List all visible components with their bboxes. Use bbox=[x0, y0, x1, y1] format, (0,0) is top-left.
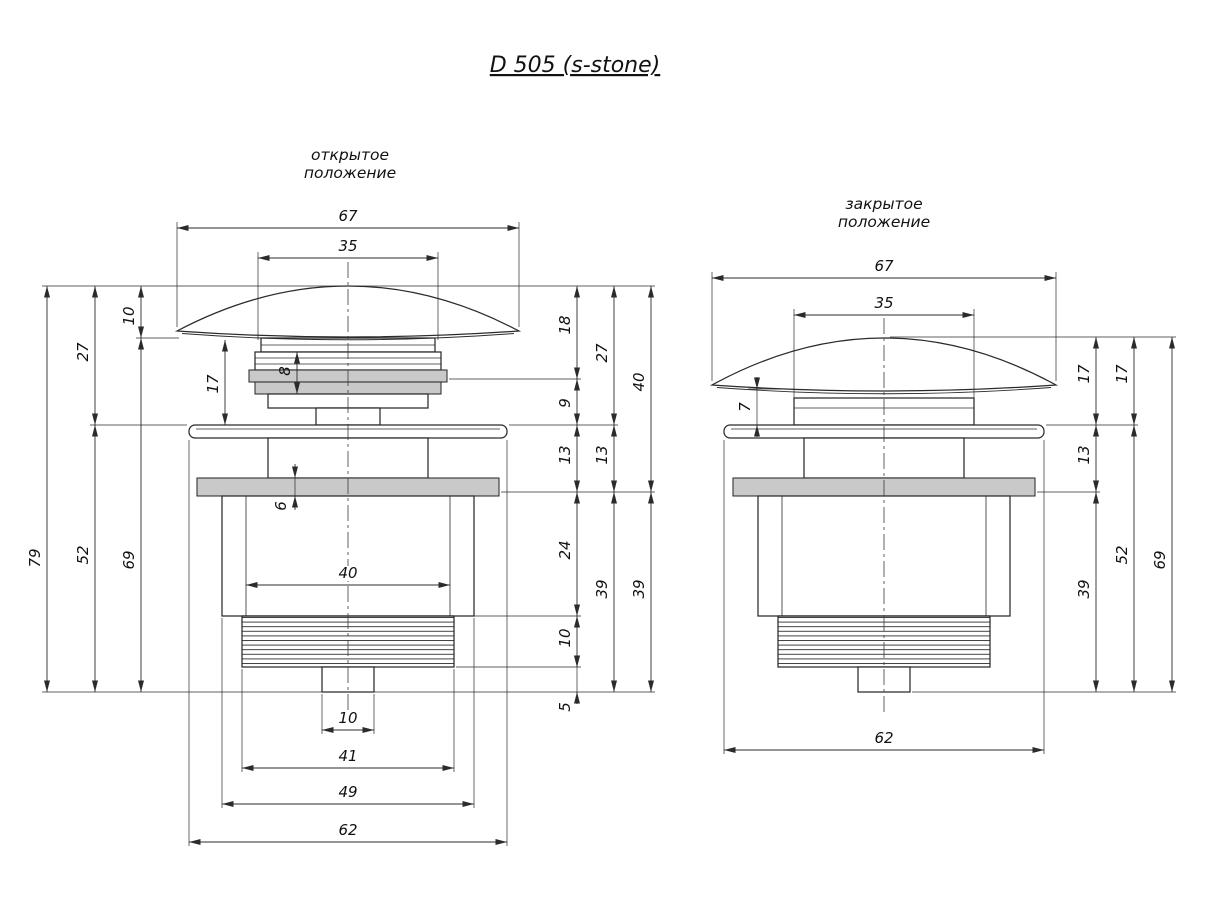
open-geometry bbox=[174, 262, 522, 712]
closed-view-caption-line1: закрытое bbox=[845, 195, 922, 213]
dim-49-body: 49 bbox=[338, 783, 357, 801]
dim-69-left: 69 bbox=[120, 550, 138, 569]
dim-13-closed: 13 bbox=[1075, 445, 1093, 464]
dim-62-closed: 62 bbox=[874, 729, 893, 747]
dim-27-left: 27 bbox=[74, 342, 92, 362]
dim-35-plug-closed: 35 bbox=[874, 294, 893, 312]
dim-10-cap-height: 10 bbox=[120, 306, 138, 325]
dim-7-gap: 7 bbox=[736, 402, 754, 412]
open-view: открытое положение bbox=[26, 146, 655, 846]
dim-24-right: 24 bbox=[556, 540, 574, 559]
dim-41-thread: 41 bbox=[338, 747, 357, 765]
dim-13-right-b: 13 bbox=[593, 445, 611, 464]
dim-39-right-b: 39 bbox=[630, 579, 648, 598]
dim-10-stem: 10 bbox=[338, 709, 357, 727]
closed-view: закрытое положение bbox=[709, 195, 1176, 754]
dim-17-stem: 17 bbox=[204, 374, 222, 394]
open-view-caption-line1: открытое bbox=[311, 146, 389, 164]
dim-6-washer: 6 bbox=[272, 501, 290, 511]
closed-view-caption-line2: положение bbox=[838, 213, 930, 231]
closed-extension-lines bbox=[711, 272, 1176, 754]
closed-geometry bbox=[709, 318, 1059, 712]
dim-40-right: 40 bbox=[630, 372, 648, 391]
dim-17-closed-a: 17 bbox=[1075, 364, 1093, 384]
drawing-title: D 505 (s-stone) bbox=[490, 53, 661, 78]
dim-67-cap-closed: 67 bbox=[874, 257, 894, 275]
dim-62-flange: 62 bbox=[338, 821, 357, 839]
dim-79-total: 79 bbox=[26, 548, 44, 567]
open-extension-lines bbox=[42, 222, 655, 846]
dim-39-closed: 39 bbox=[1075, 579, 1093, 598]
dim-8-seal: 8 bbox=[276, 366, 294, 376]
dim-39-right-a: 39 bbox=[593, 579, 611, 598]
dome-cap-rim-line bbox=[181, 333, 515, 341]
open-dimension-texts: 67 35 79 27 52 10 69 17 8 6 40 10 41 49 … bbox=[26, 207, 648, 839]
closed-dimension-texts: 67 35 7 17 13 39 17 52 69 62 bbox=[736, 257, 1169, 747]
dim-27-right: 27 bbox=[593, 343, 611, 363]
dim-52-closed: 52 bbox=[1113, 545, 1131, 564]
dim-10-right: 10 bbox=[556, 628, 574, 647]
dim-5-right: 5 bbox=[556, 702, 574, 712]
dim-9-right: 9 bbox=[556, 398, 574, 408]
open-dimension-lines bbox=[44, 225, 654, 845]
dim-67-cap: 67 bbox=[338, 207, 358, 225]
dim-40-bore: 40 bbox=[338, 564, 357, 582]
dim-17-closed-b: 17 bbox=[1113, 364, 1131, 384]
dim-69-closed: 69 bbox=[1151, 550, 1169, 569]
closed-dimension-lines bbox=[712, 275, 1175, 753]
dome-cap bbox=[709, 337, 1059, 392]
dim-35-plug: 35 bbox=[338, 237, 357, 255]
dim-13-right-a: 13 bbox=[556, 445, 574, 464]
dim-18-right: 18 bbox=[556, 315, 574, 334]
dim-52-left: 52 bbox=[74, 545, 92, 564]
open-view-caption-line2: положение bbox=[304, 164, 396, 182]
